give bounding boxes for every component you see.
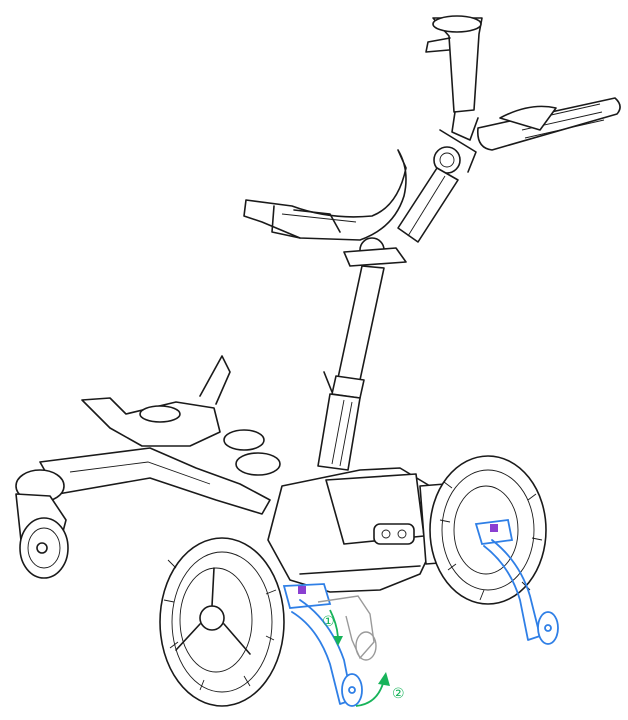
pivot-mark <box>298 586 306 594</box>
anti-tip-wheel-left <box>282 583 363 707</box>
main-shaft <box>317 265 385 471</box>
anti-tip-wheel-right <box>474 519 559 645</box>
handle-assembly <box>425 15 621 174</box>
anti-tip-wheel-folded <box>317 595 377 661</box>
arrowhead-icon <box>378 672 390 686</box>
front-wheel <box>15 469 69 579</box>
callout-step-2: ② <box>392 686 405 702</box>
arrowhead-icon <box>333 636 343 646</box>
motion-arrows <box>329 609 390 707</box>
callout-step-1: ① <box>322 614 335 630</box>
bag-cradle <box>243 149 407 267</box>
left-rear-wheel <box>159 537 285 707</box>
front-fork <box>39 355 281 515</box>
upper-shaft <box>397 167 459 243</box>
pivot-mark <box>490 524 498 532</box>
